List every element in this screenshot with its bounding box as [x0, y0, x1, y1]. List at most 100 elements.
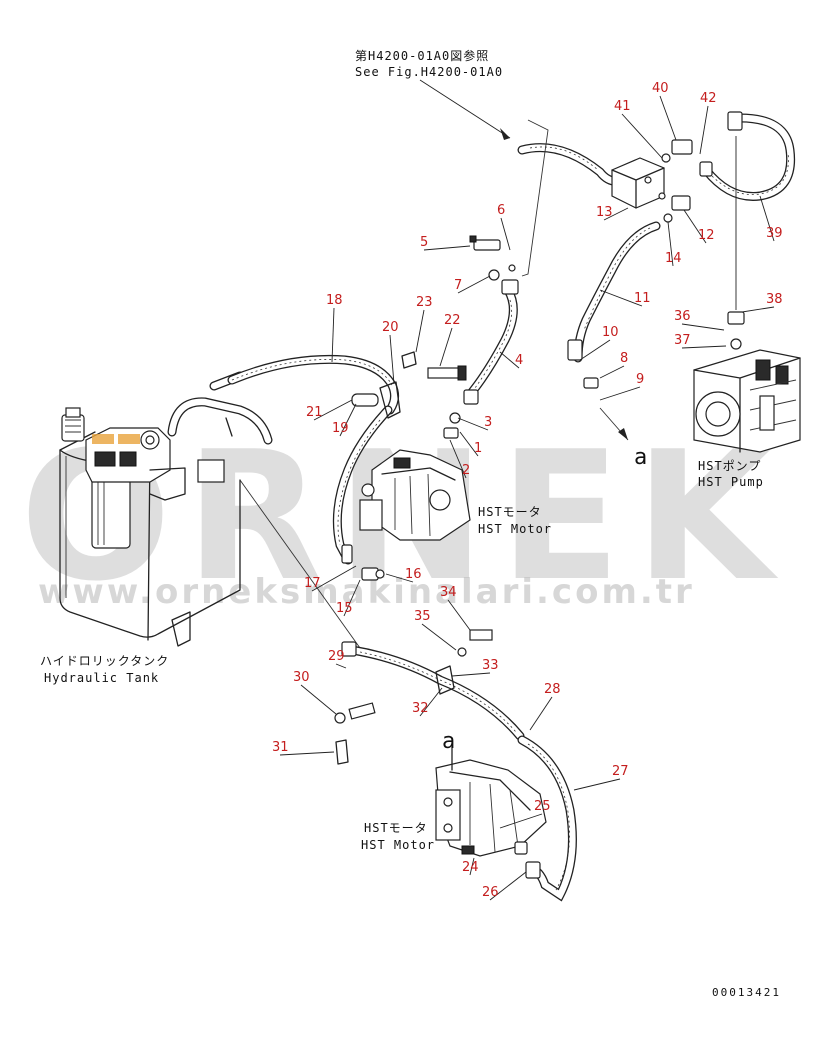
callout-leader-25	[499, 813, 543, 829]
callout-37: 37	[674, 333, 691, 348]
callout-22: 22	[444, 313, 461, 328]
callout-leader-20	[389, 334, 395, 385]
callout-leader-15	[343, 579, 361, 617]
callout-leader-10	[579, 339, 611, 361]
hose-4	[463, 279, 519, 405]
callout-leader-26	[489, 871, 527, 901]
callout-33: 33	[482, 658, 499, 673]
callout-numbers: 1234567891011121314151617181920212223242…	[272, 81, 783, 900]
callout-leader-21	[313, 399, 353, 421]
hydraulic-tank	[59, 371, 273, 647]
clamp-parts-19-23	[351, 351, 467, 419]
view-marker-a-upper: a	[634, 445, 648, 470]
callout-leader-17	[311, 565, 357, 592]
callout-leader-23	[415, 309, 425, 353]
callout-11: 11	[634, 291, 651, 306]
callout-leader-38	[741, 306, 775, 313]
callout-leader-28	[529, 696, 553, 731]
hst-pump-label-jp: HSTポンプ	[698, 459, 761, 473]
callout-leader-24	[469, 857, 475, 876]
callout-leader-27	[573, 778, 621, 791]
callout-leader-4	[499, 351, 520, 369]
hose-11	[567, 221, 661, 389]
callout-leader-22	[439, 327, 453, 367]
callout-leader-14	[667, 221, 674, 267]
callout-leader-19	[339, 403, 357, 437]
callout-20: 20	[382, 320, 399, 335]
hose-29	[239, 479, 525, 741]
fig-ref-en: See Fig.H4200-01A0	[355, 65, 503, 79]
callout-13: 13	[596, 205, 613, 220]
clamp-32-33	[435, 629, 493, 695]
document-number: 00013421	[712, 986, 781, 999]
callout-9: 9	[636, 372, 644, 387]
callout-leader-32	[419, 687, 443, 717]
callout-leader-31	[279, 751, 335, 756]
callout-27: 27	[612, 764, 629, 779]
callout-31: 31	[272, 740, 289, 755]
callout-leader-29	[335, 663, 347, 669]
callout-42: 42	[700, 91, 717, 106]
callout-leader-35	[421, 623, 457, 651]
callout-34: 34	[440, 585, 457, 600]
callout-leader-39	[759, 195, 775, 242]
callout-3: 3	[484, 415, 492, 430]
watermark: ORNEK www.orneksmakinalari.com.tr	[20, 413, 773, 620]
hst-motor-lower	[435, 747, 547, 857]
callout-23: 23	[416, 295, 433, 310]
callout-leader-37	[681, 345, 727, 349]
hst-motor-upper	[359, 449, 471, 541]
callout-leader-36	[681, 323, 725, 331]
fittings-1-7	[443, 235, 516, 439]
callout-leader-13	[603, 207, 629, 221]
callout-leader-41	[621, 113, 663, 159]
callout-32: 32	[412, 701, 429, 716]
callout-2: 2	[462, 463, 470, 478]
callout-leader-40	[659, 95, 677, 141]
callout-36: 36	[674, 309, 691, 324]
callout-leader-5	[423, 245, 471, 251]
callout-1: 1	[474, 441, 482, 456]
callout-29: 29	[328, 649, 345, 664]
callout-leader-11	[599, 289, 643, 307]
bolts-30-31	[334, 702, 376, 765]
callout-17: 17	[304, 576, 321, 591]
callout-35: 35	[414, 609, 431, 624]
callout-leader-9	[599, 386, 641, 401]
callout-leader-7	[457, 275, 491, 294]
callout-5: 5	[420, 235, 428, 250]
hst-motor-upper-label-jp: HSTモータ	[478, 505, 542, 519]
callout-10: 10	[602, 325, 619, 340]
callout-38: 38	[766, 292, 783, 307]
callout-leaders	[279, 95, 775, 901]
manifold-block	[517, 139, 693, 223]
callout-leader-16	[385, 573, 414, 583]
callout-28: 28	[544, 682, 561, 697]
callout-7: 7	[454, 278, 462, 293]
callout-19: 19	[332, 421, 349, 436]
callout-leader-42	[699, 105, 709, 155]
callout-25: 25	[534, 799, 551, 814]
callout-40: 40	[652, 81, 669, 96]
callout-15: 15	[336, 601, 353, 616]
callout-12: 12	[698, 228, 715, 243]
hst-pump	[693, 311, 801, 453]
callout-8: 8	[620, 351, 628, 366]
callout-14: 14	[665, 251, 682, 266]
fittings-15-16	[361, 567, 385, 581]
callout-leader-34	[447, 599, 471, 631]
callout-21: 21	[306, 405, 323, 420]
view-marker-a-lower: a	[442, 729, 456, 754]
hose-39	[699, 111, 796, 201]
callout-6: 6	[497, 203, 505, 218]
callout-leader-8	[599, 365, 625, 379]
reference-lines	[419, 79, 737, 441]
callout-leader-18	[331, 307, 335, 363]
callout-39: 39	[766, 226, 783, 241]
callout-24: 24	[462, 860, 479, 875]
hst-motor-lower-label-en: HST Motor	[361, 838, 435, 852]
hst-motor-upper-label-en: HST Motor	[478, 522, 552, 536]
hose-27	[517, 735, 577, 902]
callout-leader-2	[449, 439, 467, 479]
